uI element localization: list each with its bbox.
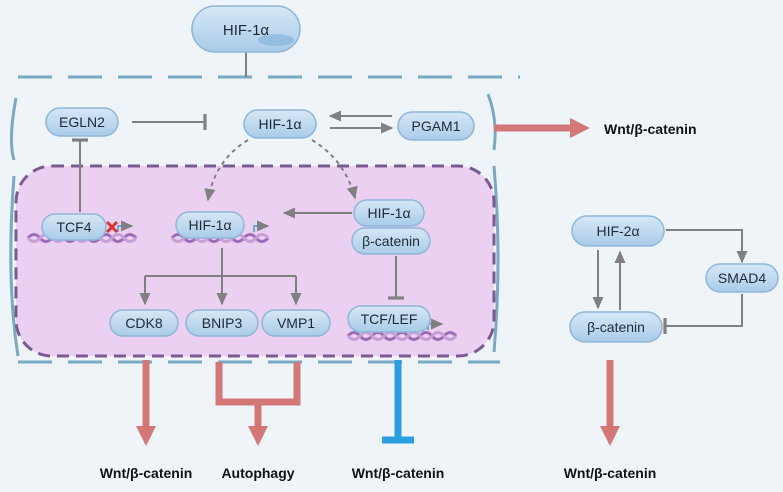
svg-text:HIF-1α: HIF-1α [223,22,270,39]
node-hif1a-cytoplasm: HIF-1α [243,109,317,139]
node-egln2: EGLN2 [45,107,119,137]
node-hif1a-top: HIF-1α [191,5,301,53]
svg-text:TCF4: TCF4 [57,219,92,235]
output-label-wnt-bottom-middle: Wnt/β-catenin [352,465,445,481]
hif1a-target-genes-branch [139,248,302,306]
svg-text:β-catenin: β-catenin [587,319,645,335]
svg-text:VMP1: VMP1 [277,315,315,331]
svg-text:β-catenin: β-catenin [362,233,420,249]
svg-text:HIF-1α: HIF-1α [188,217,231,233]
transcription-start-icon [253,220,270,232]
svg-text:BNIP3: BNIP3 [202,315,243,331]
transcription-start-icon [117,220,134,232]
node-hif2a: HIF-2α [571,215,665,247]
svg-text:PGAM1: PGAM1 [411,118,460,134]
hif2a-to-smad4-arrow [666,229,748,264]
output-arrow-wnt-left [136,360,156,446]
node-cdk8: CDK8 [109,309,179,337]
svg-text:HIF-1α: HIF-1α [367,205,410,221]
svg-text:CDK8: CDK8 [125,315,163,331]
output-arrow-autophagy [215,362,301,446]
hif1a-to-complex-dashed-arrow [311,139,358,200]
node-pgam1: PGAM1 [397,111,475,141]
node-hif1a-nucleus: HIF-1α [175,211,245,239]
node-bcatenin-right: β-catenin [569,311,663,343]
smad4-inhibits-bcatenin [663,294,743,334]
red-x-mark-icon [105,220,119,234]
svg-text:TCF/LEF: TCF/LEF [361,311,418,327]
node-hif1a-bcatenin-complex: HIF-1α β-catenin [351,199,431,255]
svg-text:EGLN2: EGLN2 [59,114,105,130]
output-label-wnt-bottom-right: Wnt/β-catenin [564,465,657,481]
output-arrow-right-column [600,360,620,446]
cell-membrane [9,75,520,364]
svg-text:HIF-2α: HIF-2α [596,223,639,239]
output-label-autophagy: Autophagy [221,465,294,481]
hif1a-to-nucleus-dashed-arrow [204,139,249,202]
node-vmp1: VMP1 [261,309,331,337]
inhibition-bar-wnt [382,360,414,444]
output-arrow-right [494,118,590,138]
node-tcf4: TCF4 [41,213,107,241]
output-label-wnt-right: Wnt/β-catenin [604,121,697,137]
output-label-wnt-bottom-left: Wnt/β-catenin [100,465,193,481]
svg-text:HIF-1α: HIF-1α [258,116,301,132]
node-bnip3: BNIP3 [185,309,259,337]
node-smad4: SMAD4 [705,263,779,293]
svg-text:SMAD4: SMAD4 [718,270,766,286]
node-tcflef: TCF/LEF [347,305,431,333]
